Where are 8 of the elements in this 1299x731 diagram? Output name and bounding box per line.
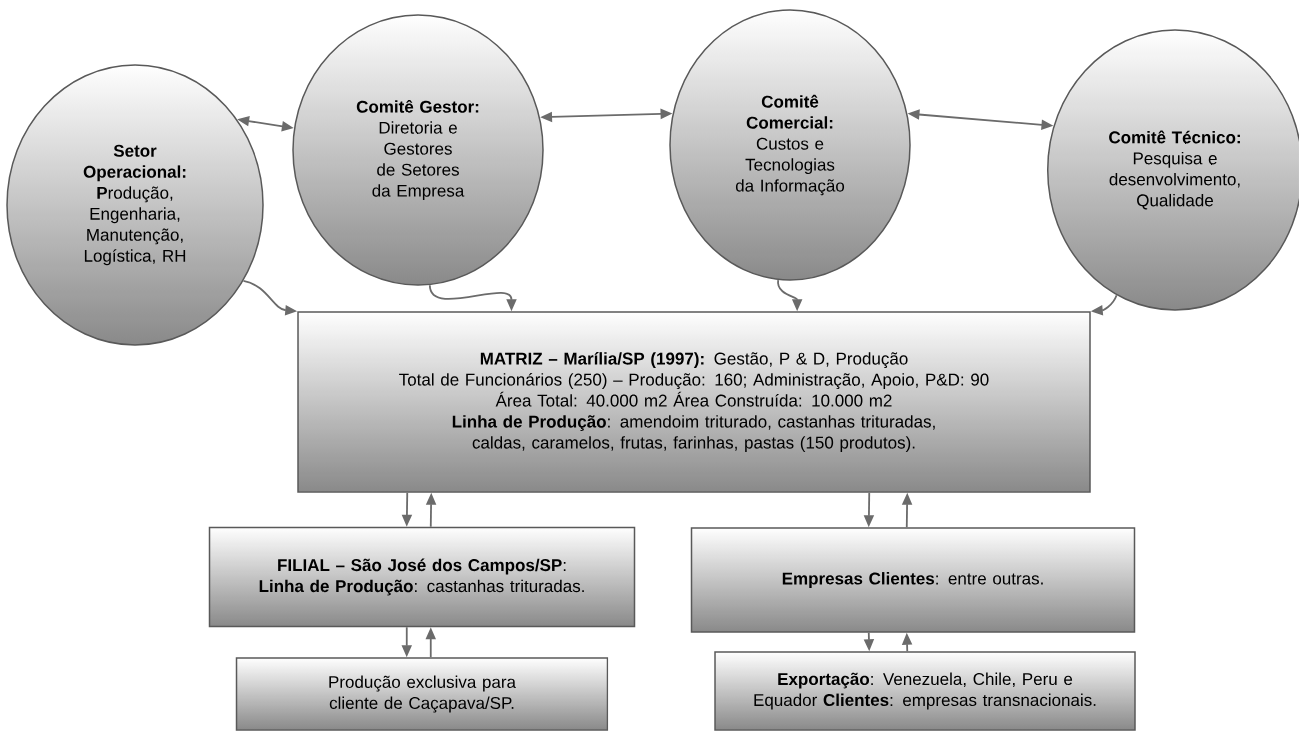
process-box: Produção exclusiva para cliente de Caçapava/SP. — [235, 657, 609, 731]
process-box: MATRIZ – Marília/SP (1997): Gestão, P & D, Produção Total de Funcionários (250) – Produção: 160; Administração, Apoio, P&D: 90 Área Total: 40.000 m2 Área Construída: 10.000 m2 Linha de Produção: amendoim triturado, castanhas trituradas, caldas, caramelos, frutas, farinhas, pastas (150 produtos). — [297, 311, 1091, 493]
circle-node: Comitê Gestor: Diretoria e Gestores de Setores da Empresa — [292, 14, 544, 286]
process-box: Exportação: Venezuela, Chile, Peru e Equador Clientes: empresas transnacionais. — [714, 651, 1136, 731]
circle-node: Setor Operacional: Produção, Engenharia, Manutenção, Logística, RH — [6, 64, 264, 346]
circle-node: Comitê Comercial: Custos e Tecnologias da Informação — [669, 9, 911, 281]
process-box: FILIAL – São José dos Campos/SP: Linha de Produção: castanhas trituradas. — [208, 526, 636, 628]
process-box: Empresas Clientes: entre outras. — [690, 527, 1136, 633]
